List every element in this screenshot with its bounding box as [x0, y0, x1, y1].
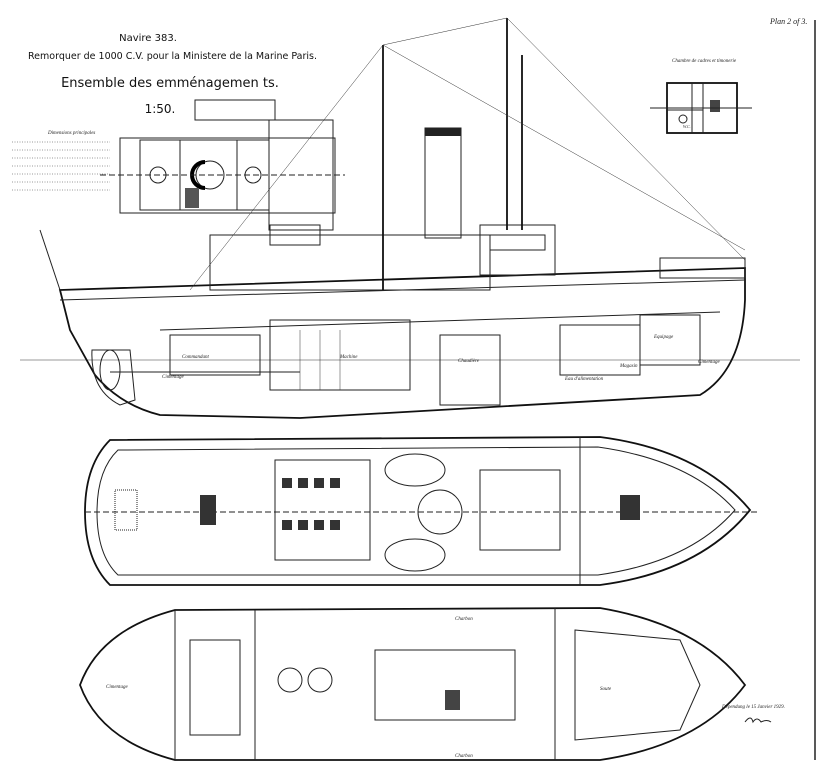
label-cimentage-fwd: Cimentage — [698, 360, 720, 365]
label-chaudiere: Chaudière — [458, 359, 480, 364]
lower-label-soute: Soute — [600, 687, 612, 692]
label-machine: Machine — [339, 355, 358, 360]
dimensions-heading: Dimensions principales — [47, 131, 95, 136]
detail-plan-title: Chambre de cadres et timonerie — [672, 59, 737, 64]
plan-number: Plan 2 of 3. — [769, 17, 807, 26]
lower-deck-plan: Cimentage Charbon Charbon Soute — [79, 607, 747, 761]
lower-label-charbon-bottom: Charbon — [455, 754, 473, 759]
label-commandant: Commandant — [182, 355, 210, 360]
label-cimentage-aft: Cimentage — [162, 375, 184, 380]
drawing-title: Ensemble des emménagemen ts. — [61, 76, 279, 91]
cabin-detail-plan: Chambre de cadres et timonerie W.C. — [650, 59, 752, 134]
side-profile: Commandant Cimentage Machine Chaudière E… — [20, 17, 800, 419]
drawing-subtitle: Remorquer de 1000 C.V. pour la Ministere… — [28, 51, 317, 62]
drawing-date: Dépendung le 15 Janvier 1929. — [721, 705, 785, 710]
wc-label: W.C. — [683, 124, 691, 129]
signature — [744, 717, 772, 724]
lower-label-charbon-top: Charbon — [455, 617, 473, 622]
label-eau: Eau d'alimentation — [564, 377, 604, 382]
dimensions-table: Dimensions principales — [12, 131, 110, 191]
ship-number: Navire 383. — [119, 33, 177, 44]
bridge-deck-plan — [100, 99, 345, 246]
funnel — [424, 127, 462, 239]
label-equipage: Equipage — [653, 335, 674, 340]
lower-label-cimentage: Cimentage — [106, 685, 128, 690]
main-deck-plan — [84, 436, 760, 586]
label-magasin: Magasin — [619, 364, 638, 369]
drawing-scale: 1:50. — [145, 102, 176, 116]
